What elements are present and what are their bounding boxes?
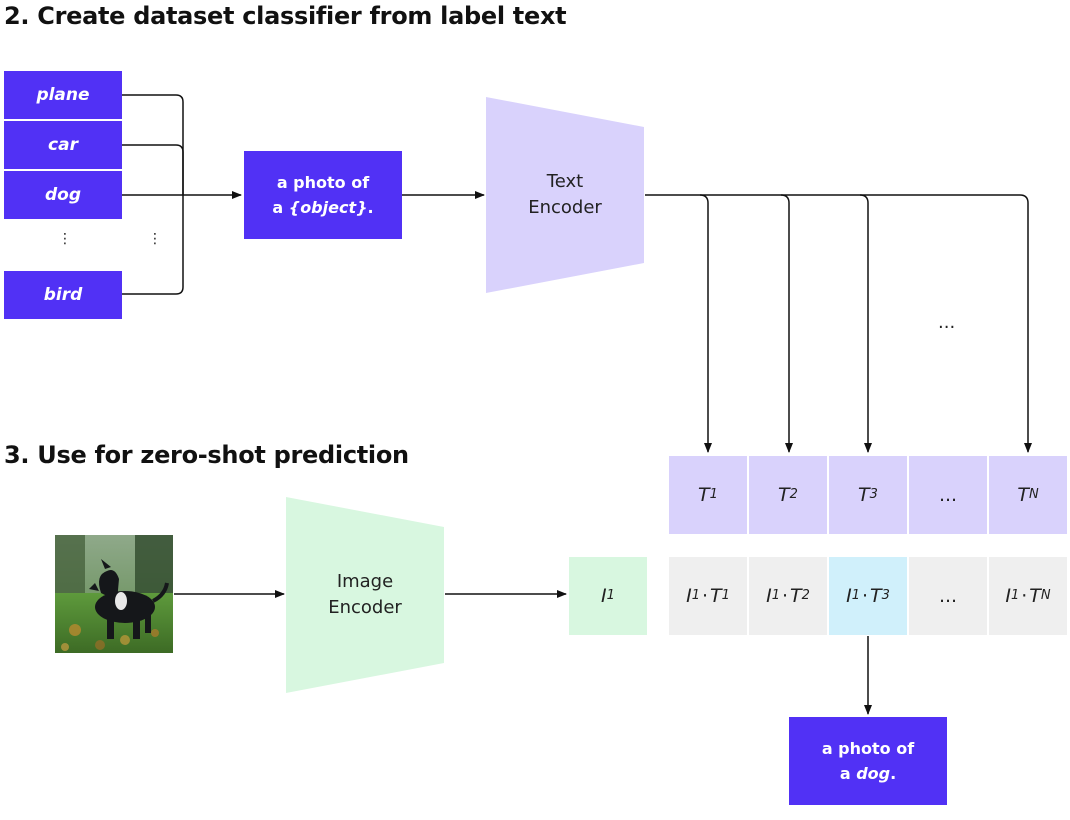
- image-encoder-line-1: Image: [336, 571, 394, 592]
- dog-photo: [55, 535, 173, 653]
- t3-base: T: [858, 484, 870, 506]
- ellipsis-glyph: ⋮: [148, 231, 162, 247]
- similarity-ellipsis-cell: ...: [909, 557, 987, 635]
- p2-a: I: [766, 585, 772, 607]
- prompt-template-box: a photo of a {object}.: [244, 151, 402, 239]
- image-encoder: Image Encoder: [286, 497, 444, 693]
- label-box-bird: bird: [4, 271, 122, 319]
- arrow-encoder-to-t3: [781, 194, 872, 453]
- dog-photo-illustration: [55, 535, 173, 653]
- dot-operator: ·: [861, 585, 869, 607]
- t-ellipsis: ...: [938, 484, 958, 506]
- prompt-object-placeholder: {object}: [288, 198, 368, 217]
- prompt-line-2: a {object}.: [272, 195, 373, 220]
- text-encoder: Text Encoder: [486, 97, 644, 293]
- connector-ellipsis: ⋮: [148, 231, 162, 247]
- arrow-encoder-to-tn: [860, 194, 1032, 453]
- result-line-1: a photo of: [821, 739, 915, 758]
- image-encoder-line-2: Encoder: [328, 597, 402, 618]
- arrow-encoder-to-t1: [645, 194, 712, 453]
- prompt-suffix: .: [367, 198, 374, 217]
- label-box-car: car: [4, 121, 122, 169]
- dot-operator: ·: [701, 585, 709, 607]
- text-embedding-ellipsis: ...: [938, 312, 956, 333]
- text-encoder-line-2: Encoder: [528, 197, 602, 218]
- t1-base: T: [698, 484, 710, 506]
- section-2-title: 2. Create dataset classifier from label …: [4, 2, 567, 30]
- prediction-result-box: a photo of a dog.: [789, 717, 947, 805]
- section-3-title: 3. Use for zero-shot prediction: [4, 441, 409, 469]
- p5-b: T: [1029, 585, 1041, 607]
- tn-base: T: [1017, 484, 1029, 506]
- image-encoder-shape: [286, 497, 444, 693]
- result-object: dog: [856, 764, 891, 783]
- connector-car: [122, 144, 184, 195]
- p4-a: ...: [938, 585, 958, 607]
- text-encoder-shape: [486, 97, 644, 293]
- p2-b: T: [790, 585, 802, 607]
- ellipsis-glyph: ⋮: [58, 231, 72, 247]
- text-encoder-line-1: Text: [546, 171, 584, 192]
- label-box-plane: plane: [4, 71, 122, 119]
- p1-a: I: [686, 585, 692, 607]
- dot-operator: ·: [781, 585, 789, 607]
- prompt-prefix: a: [272, 198, 289, 217]
- arrow-encoder-to-t2: [700, 194, 793, 453]
- text-embedding-ellipsis-cell: ...: [909, 456, 987, 534]
- t2-base: T: [778, 484, 790, 506]
- label-list-ellipsis: ⋮: [58, 231, 72, 247]
- result-line-2: a dog.: [840, 761, 896, 786]
- result-prefix: a: [839, 764, 857, 783]
- label-box-dog: dog: [4, 171, 122, 219]
- p5-a: I: [1005, 585, 1011, 607]
- prompt-line-1: a photo of: [276, 173, 370, 192]
- result-suffix: .: [890, 764, 897, 783]
- i1-base: I: [601, 585, 607, 607]
- p1-b: T: [710, 585, 722, 607]
- dot-operator: ·: [1021, 585, 1028, 607]
- p3-b: T: [870, 585, 882, 607]
- p3-a: I: [846, 585, 852, 607]
